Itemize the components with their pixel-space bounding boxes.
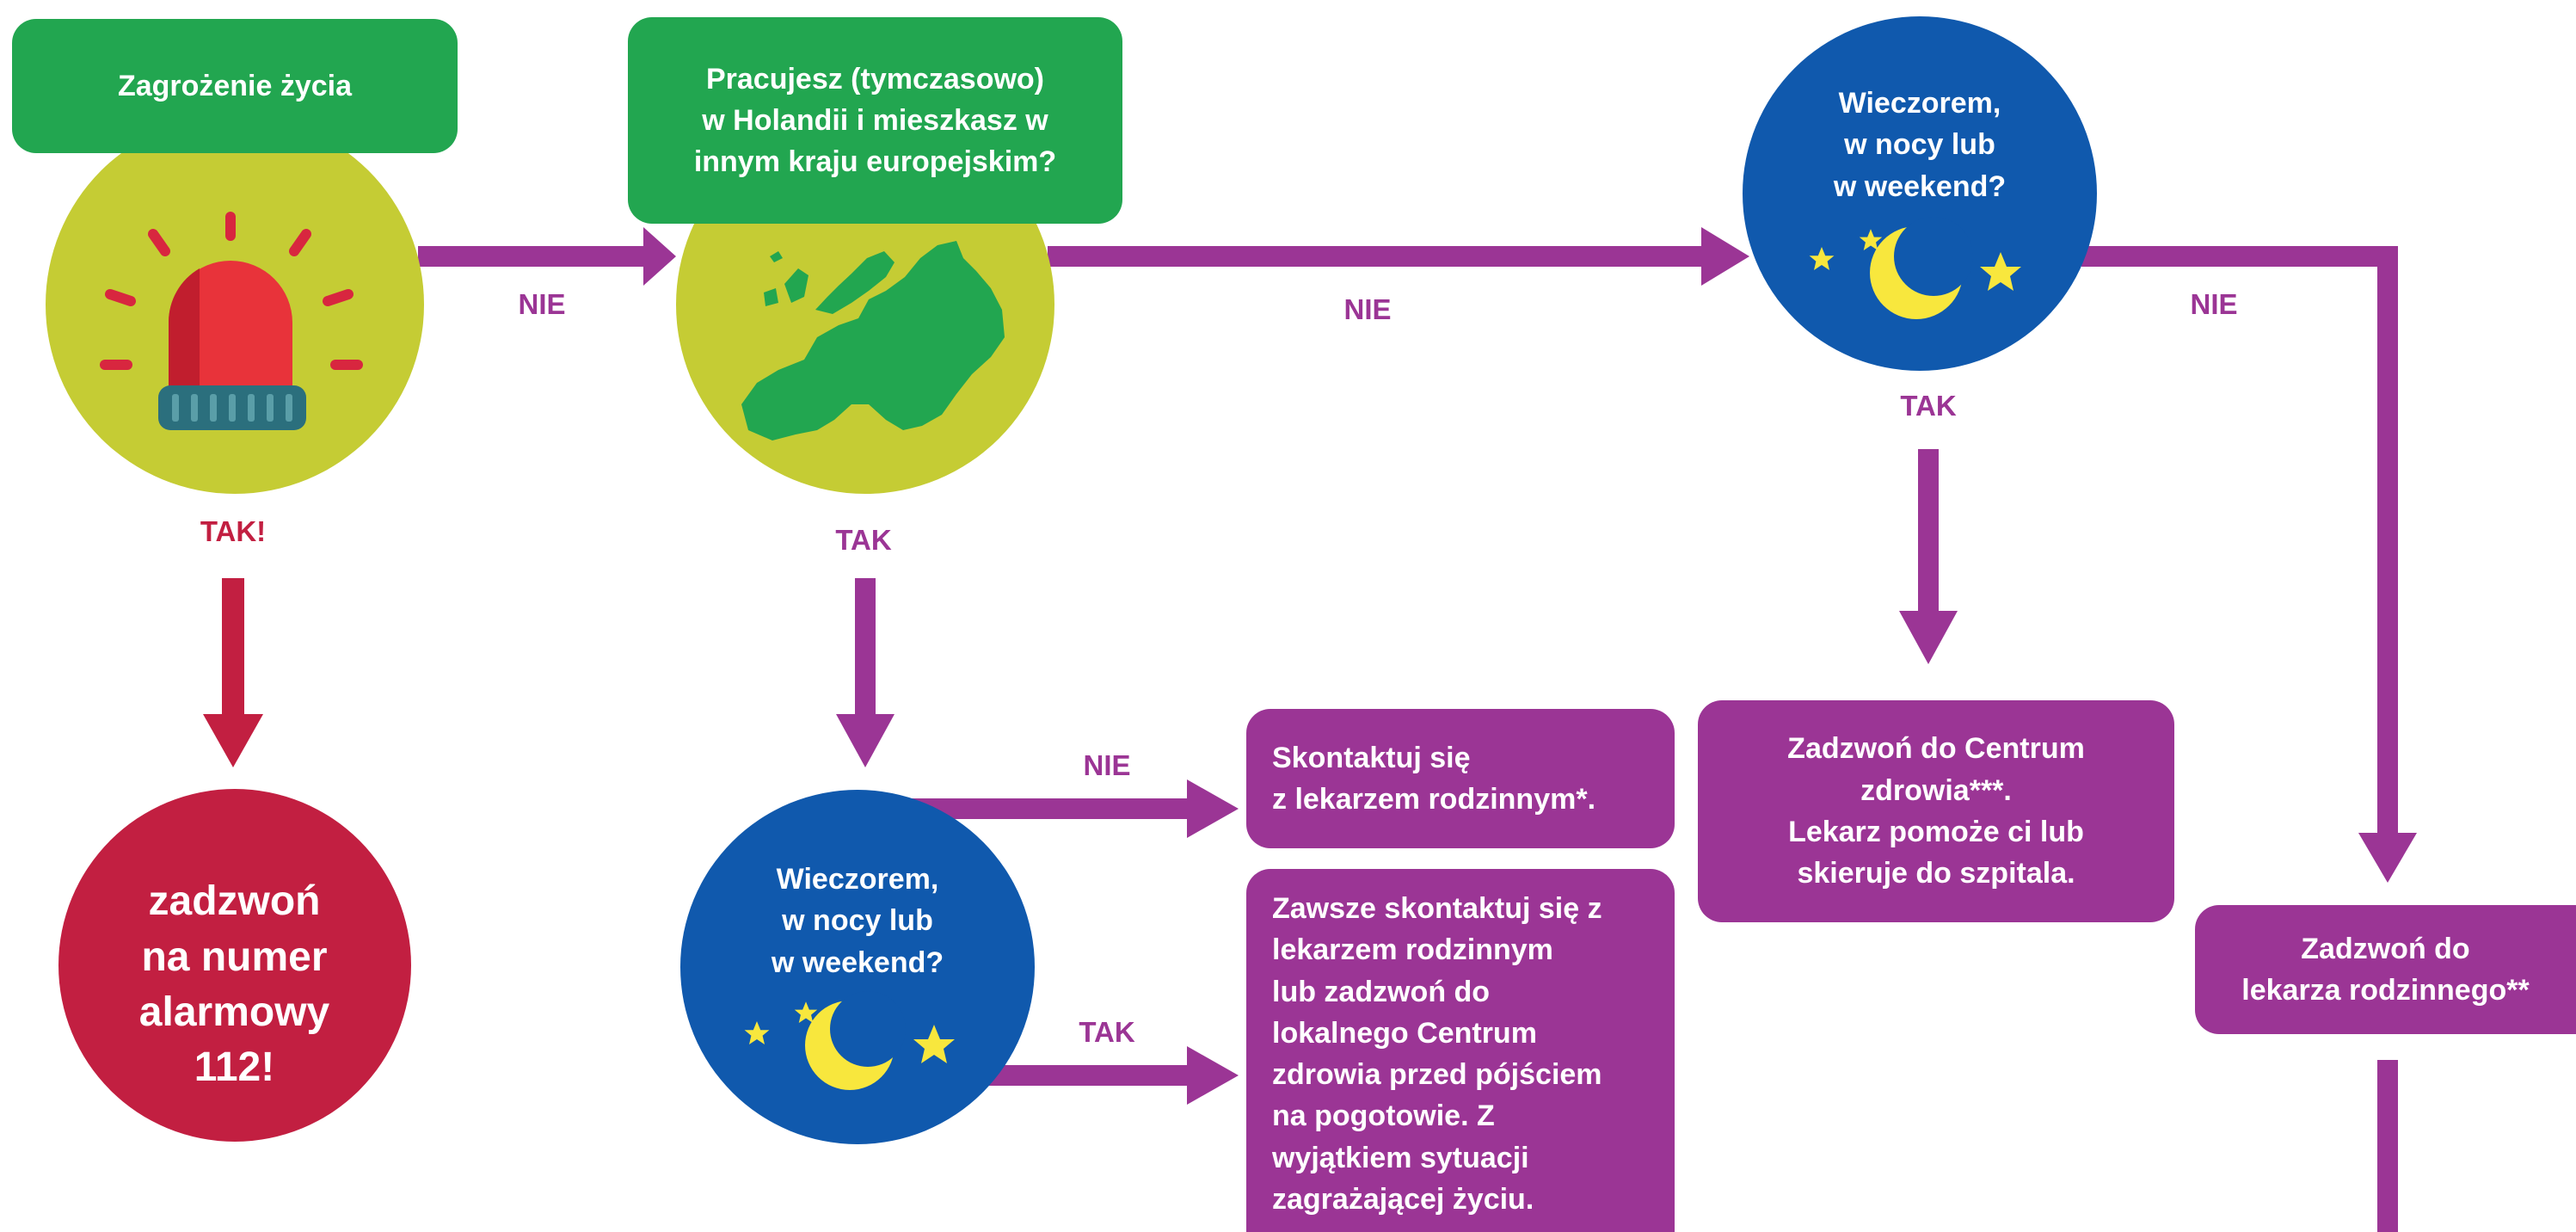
arrow-tak-evening-to-center — [1899, 449, 1958, 664]
moon-icon — [805, 991, 906, 1090]
evening-bottom-question: Wieczorem, w nocy lub w weekend? — [771, 863, 944, 979]
label-nie-3: NIE — [2190, 288, 2238, 320]
label-nie-1: NIE — [518, 288, 566, 320]
label-tak-2: TAK — [1900, 390, 1957, 422]
arrow-nie-evening-to-gp — [2081, 246, 2417, 883]
call-health-center-box: Zadzwoń do Centrum zdrowia***. Lekarz po… — [1698, 700, 2174, 922]
call-gp-box: Zadzwoń do lekarza rodzinnego** — [2195, 905, 2576, 1034]
moon-icon — [1870, 217, 1973, 319]
alarm-call-112: zadzwoń na numer alarmowy 112! — [138, 878, 330, 1091]
work-in-netherlands-box: Pracujesz (tymczasowo) w Holandii i mies… — [628, 17, 1122, 224]
arrow-nie-life-to-work — [418, 227, 676, 286]
arrow-nie-evening-to-contact — [912, 779, 1239, 838]
arrow-tak-work-to-evening — [836, 578, 895, 767]
arrow-nie-work-to-evening — [1048, 227, 1749, 286]
label-tak-1: TAK — [835, 524, 892, 556]
alarm-circle — [58, 789, 411, 1142]
evening-bottom-circle — [680, 790, 1035, 1144]
arrow-continue-down — [2377, 1060, 2398, 1232]
siren-icon — [100, 212, 363, 430]
life-threat-box: Zagrożenie życia — [12, 19, 458, 153]
label-tak-3: TAK — [1079, 1016, 1135, 1048]
arrow-tak-alarm — [203, 578, 263, 767]
evening-top-question: Wieczorem, w nocy lub w weekend? — [1833, 87, 2007, 203]
label-tak-alarm: TAK! — [200, 515, 267, 547]
always-contact-box: Zawsze skontaktuj się z lekarzem rodzinn… — [1246, 869, 1675, 1232]
label-nie-2: NIE — [1343, 293, 1392, 325]
arrow-tak-evening-to-always — [989, 1046, 1239, 1105]
label-nie-4: NIE — [1083, 749, 1131, 781]
contact-gp-box: Skontaktuj się z lekarzem rodzinnym*. — [1246, 709, 1675, 848]
europe-map-icon — [741, 241, 1005, 440]
